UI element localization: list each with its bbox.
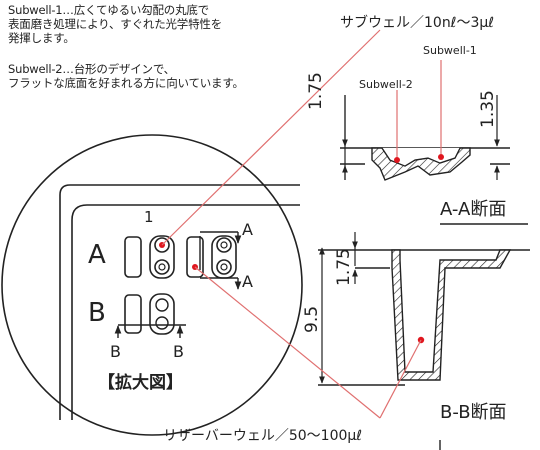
well-b1 (124, 293, 175, 335)
cut-a-top-label: A (242, 220, 253, 239)
section-bb-drawing (318, 232, 530, 450)
plate-corner-outer (59, 184, 300, 420)
marker-subwell2-section (394, 157, 400, 163)
section-aa-title: A-A断面 (440, 199, 507, 220)
marker-subwell1-section (438, 154, 444, 160)
reservoir-volume-callout: リザーバーウェル／50～100μℓ (163, 428, 363, 444)
section-aa-drawing (340, 60, 528, 225)
row-b-label: B (88, 298, 106, 328)
section-bb-title: B-B断面 (440, 402, 507, 423)
subwell1-desc-line2: 表面磨き処理により、すぐれた光学特性を (8, 17, 223, 31)
cut-a-bottom-label: A (242, 272, 253, 291)
enlarged-title: 【拡大図】 (98, 373, 183, 393)
dim-aa-right: 1.35 (478, 90, 498, 128)
dim-bb-total: 9.5 (302, 305, 322, 333)
well-a1 (124, 235, 175, 279)
subwell1-desc-line3: 発揮します。 (8, 31, 75, 45)
subwell-volume-callout: サブウェル／10nℓ～3μℓ (340, 15, 495, 31)
subwell1-label: Subwell-1 (423, 44, 477, 57)
subwell2-desc-line2: フラットな底面を好まれる方に向いています。 (8, 76, 244, 90)
leader-subwell-volume (161, 29, 381, 246)
dim-aa-left: 1.75 (306, 72, 326, 110)
enlarged-view (1, 134, 303, 436)
subwell1-desc-line1: Subwell-1…広くてゆるい勾配の丸底で (8, 3, 209, 17)
dim-bb-top: 1.75 (334, 248, 354, 286)
column-1-label: 1 (144, 208, 154, 226)
well-a2 (186, 235, 237, 279)
leader-reservoir-section (379, 339, 422, 419)
subwell2-label: Subwell-2 (359, 78, 413, 91)
cut-b-left-label: B (110, 342, 121, 361)
plate-corner-inner (71, 204, 300, 420)
subwell2-description: Subwell-2…台形のデザインで、 フラットな底面を好まれる方に向いています… (8, 62, 244, 90)
subwell1-description: Subwell-1…広くてゆるい勾配の丸底で 表面磨き処理により、すぐれた光学特… (8, 3, 222, 45)
enlarged-circle (1, 134, 303, 436)
leader-reservoir-volume (194, 266, 381, 419)
row-a-label: A (88, 240, 106, 270)
cut-b-right-label: B (173, 342, 184, 361)
subwell2-desc-line1: Subwell-2…台形のデザインで、 (8, 62, 175, 76)
